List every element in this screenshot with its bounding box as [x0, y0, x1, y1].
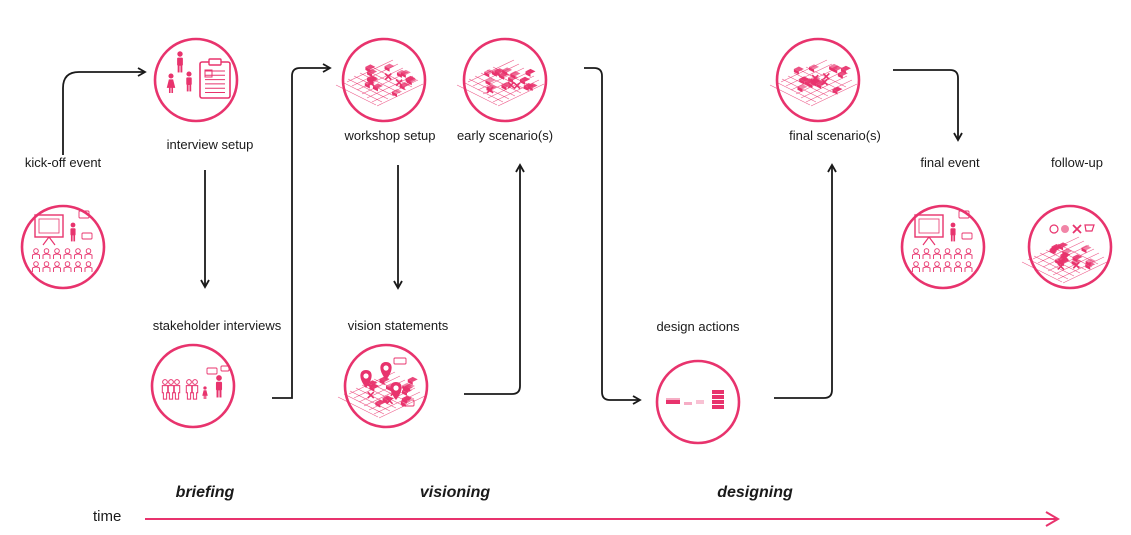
- presentation-audience-icon: [912, 210, 973, 272]
- step-circle-stakeholder: [150, 343, 236, 429]
- arrow-stakeholder-to-workshop: [272, 63, 332, 399]
- step-label-final-event: final event: [920, 155, 980, 170]
- map-symbols-icon: [1021, 224, 1110, 284]
- phase-label-0: briefing: [175, 484, 235, 501]
- step-circle-workshop: [335, 37, 427, 123]
- arrow-final-scenario-to-final-event: [893, 69, 963, 142]
- presentation-audience-icon: [32, 210, 93, 272]
- step-label-early: early scenario(s): [456, 128, 554, 143]
- step-label-interview-setup: interview setup: [166, 137, 254, 152]
- time-label: time: [93, 508, 122, 525]
- step-circle-final-event: [900, 204, 986, 290]
- step-label-design-actions: design actions: [656, 319, 740, 334]
- step-circle-vision: [337, 343, 429, 429]
- people-clipboard-icon: [166, 51, 231, 99]
- phase-label-2: designing: [717, 484, 793, 501]
- design-actions-icon: [666, 390, 724, 409]
- arrow-early-to-design-actions: [584, 67, 642, 405]
- phase-label-1: visioning: [419, 484, 491, 501]
- map-pins-icon: [337, 357, 426, 419]
- arrow-kickoff-to-interview-setup: [62, 67, 147, 155]
- step-label-workshop: workshop setup: [344, 128, 436, 143]
- step-circles: [20, 37, 1113, 445]
- step-label-stakeholder: stakeholder interviews: [152, 318, 282, 333]
- arrow-vision-to-early: [464, 163, 525, 395]
- step-circle-early: [456, 37, 548, 123]
- step-label-final-scenario: final scenario(s): [789, 128, 881, 143]
- step-circle-final-scenario: [769, 37, 861, 123]
- arrow-design-actions-to-final-scenario: [774, 163, 837, 399]
- step-circle-kickoff: [20, 204, 106, 290]
- step-label-kickoff: kick-off event: [24, 155, 102, 170]
- step-label-vision: vision statements: [347, 318, 449, 333]
- flow-connectors: [62, 63, 963, 405]
- isometric-map-icon: [456, 59, 545, 107]
- isometric-map-icon: [769, 59, 858, 107]
- step-label-followup: follow-up: [1050, 155, 1104, 170]
- stakeholders-icon: [161, 365, 230, 400]
- isometric-map-icon: [335, 59, 424, 107]
- step-circle-interview-setup: [153, 37, 239, 123]
- step-circle-design-actions: [655, 359, 741, 445]
- step-circle-followup: [1021, 204, 1113, 290]
